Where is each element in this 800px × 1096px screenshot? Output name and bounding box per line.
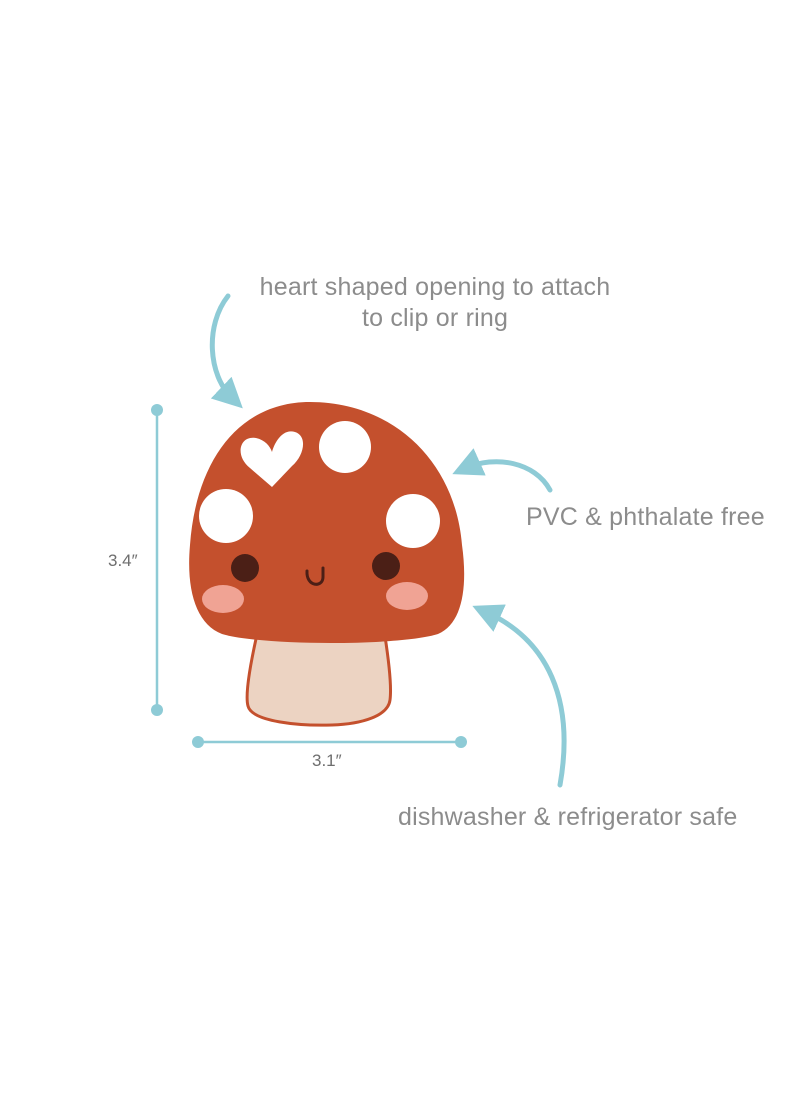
mouth (305, 566, 325, 586)
arrow-to-heart-opening (209, 293, 243, 409)
cap-spot-left (199, 489, 253, 543)
heart-opening-icon (240, 431, 304, 487)
cap-spot-top (319, 421, 371, 473)
mushroom-stem (245, 628, 393, 727)
arrow-to-care (472, 604, 567, 788)
height-dimension-line (151, 404, 163, 716)
arrow-to-material (452, 448, 553, 493)
care-callout: dishwasher & refrigerator safe (398, 803, 738, 831)
right-eye (372, 552, 400, 580)
right-cheek (386, 582, 428, 610)
heart-opening-callout-line2: to clip or ring (361, 304, 509, 332)
height-label: 3.4″ (108, 551, 138, 570)
heart-opening-callout: heart shaped opening to attach to clip o… (200, 272, 670, 334)
left-eye (231, 554, 259, 582)
width-dimension-line (192, 736, 467, 748)
material-callout: PVC & phthalate free (526, 503, 765, 531)
width-label: 3.1″ (312, 751, 342, 770)
mushroom-teether (189, 402, 465, 727)
cap-spot-right (386, 494, 440, 548)
heart-opening-callout-line1: heart shaped opening to attach (259, 273, 611, 301)
left-cheek (202, 585, 244, 613)
